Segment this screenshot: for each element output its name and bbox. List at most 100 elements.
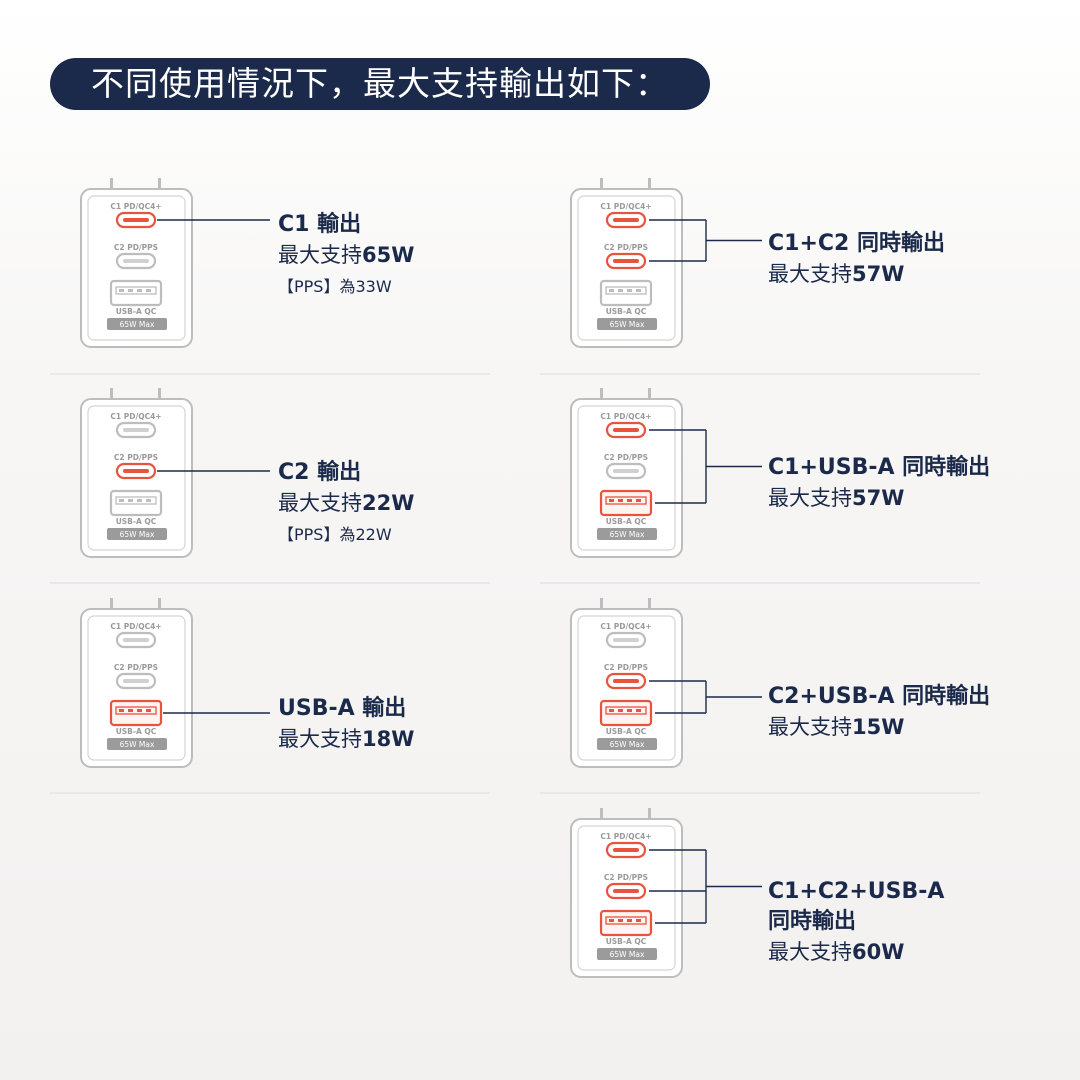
prong bbox=[600, 808, 603, 820]
charger-inner-frame bbox=[577, 615, 676, 761]
port-label-c2: C2 PD/PPS bbox=[114, 243, 158, 252]
prong bbox=[648, 598, 651, 610]
case-note: 【PPS】為33W bbox=[278, 277, 392, 296]
port-label-c2: C2 PD/PPS bbox=[604, 873, 648, 882]
max-badge bbox=[107, 528, 167, 540]
usb-a-pin bbox=[618, 919, 623, 922]
usb-c-port-tongue bbox=[613, 469, 639, 473]
usb-a-pin bbox=[636, 499, 641, 502]
usb-a-port-tongue bbox=[605, 706, 647, 715]
usb-a-pin bbox=[618, 709, 623, 712]
usb-a-pin bbox=[137, 289, 142, 292]
port-label-usba: USB-A QC bbox=[606, 307, 647, 316]
port-label-c1: C1 PD/QC4+ bbox=[600, 622, 651, 631]
port-label-usba: USB-A QC bbox=[606, 517, 647, 526]
prong bbox=[600, 598, 603, 610]
usb-c-port-tongue bbox=[613, 428, 639, 432]
usb-c-port-tongue bbox=[613, 259, 639, 263]
prong bbox=[648, 388, 651, 400]
port-label-usba: USB-A QC bbox=[606, 937, 647, 946]
port-label-c2: C2 PD/PPS bbox=[604, 243, 648, 252]
charger-inner-frame bbox=[87, 615, 186, 761]
usb-a-port-icon bbox=[599, 279, 653, 307]
port-label-c1: C1 PD/QC4+ bbox=[600, 832, 651, 841]
usb-a-pin bbox=[119, 709, 124, 712]
usb-a-pin bbox=[146, 709, 151, 712]
max-badge bbox=[107, 738, 167, 750]
prong bbox=[110, 388, 113, 400]
usb-a-pin bbox=[627, 289, 632, 292]
usb-a-pin bbox=[128, 499, 133, 502]
usb-a-pin bbox=[627, 709, 632, 712]
usb-a-pin bbox=[618, 289, 623, 292]
usb-c-port-tongue bbox=[613, 218, 639, 222]
usb-c-port-tongue bbox=[613, 889, 639, 893]
usb-a-port-icon bbox=[109, 699, 163, 727]
charger-inner-frame bbox=[577, 825, 676, 971]
usb-a-pin bbox=[627, 919, 632, 922]
case-max: 最大支持18W bbox=[278, 727, 415, 751]
max-badge-label: 65W Max bbox=[610, 530, 645, 539]
case-label-c2: C2 輸出 最大支持22W 【PPS】為22W bbox=[278, 458, 414, 548]
case-title: C1 輸出 bbox=[278, 212, 362, 237]
port-label-usba: USB-A QC bbox=[116, 517, 157, 526]
max-badge bbox=[597, 318, 657, 330]
usb-a-pin bbox=[119, 289, 124, 292]
usb-c-port-tongue bbox=[123, 638, 149, 642]
usb-c-port-tongue bbox=[123, 259, 149, 263]
usb-a-port-tongue bbox=[605, 916, 647, 925]
case-title: C2+USB-A 同時輸出 bbox=[768, 684, 991, 709]
usb-a-pin bbox=[146, 289, 151, 292]
usb-a-pin bbox=[137, 709, 142, 712]
prong bbox=[600, 178, 603, 190]
case-max: 最大支持57W bbox=[768, 486, 905, 510]
charger-inner-frame bbox=[577, 195, 676, 341]
case-max: 最大支持15W bbox=[768, 715, 905, 739]
max-badge-label: 65W Max bbox=[120, 740, 155, 749]
case-max: 最大支持65W bbox=[278, 243, 415, 267]
usb-c-port-tongue bbox=[613, 679, 639, 683]
usb-c-port-tongue bbox=[613, 848, 639, 852]
max-badge-label: 65W Max bbox=[610, 740, 645, 749]
case-label-c2-usba: C2+USB-A 同時輸出 最大支持15W bbox=[768, 682, 990, 742]
prong bbox=[600, 388, 603, 400]
case-title: C1+C2+USB-A bbox=[768, 879, 945, 904]
prong bbox=[110, 178, 113, 190]
charger-diagram-7: C1 PD/QC4+ C2 PD/PPS USB-A QC 65W Max bbox=[570, 808, 683, 978]
usb-a-pin bbox=[128, 709, 133, 712]
case-title: C1+C2 同時輸出 bbox=[768, 231, 945, 256]
usb-c-port-tongue bbox=[123, 679, 149, 683]
prong bbox=[158, 598, 161, 610]
usb-a-port-tongue bbox=[115, 496, 157, 505]
max-badge-label: 65W Max bbox=[610, 950, 645, 959]
port-label-c2: C2 PD/PPS bbox=[114, 453, 158, 462]
prong bbox=[110, 598, 113, 610]
usb-a-port-icon bbox=[109, 279, 163, 307]
case-max: 最大支持22W bbox=[278, 491, 415, 515]
usb-a-port-tongue bbox=[115, 286, 157, 295]
max-badge bbox=[597, 528, 657, 540]
prong bbox=[158, 388, 161, 400]
port-label-usba: USB-A QC bbox=[116, 727, 157, 736]
page-title: 不同使用情況下，最大支持輸出如下： bbox=[50, 58, 710, 110]
case-max: 最大支持60W bbox=[768, 940, 905, 964]
case-title: C2 輸出 bbox=[278, 460, 362, 485]
max-badge bbox=[597, 738, 657, 750]
usb-a-pin bbox=[609, 709, 614, 712]
prong bbox=[648, 178, 651, 190]
case-label-all: C1+C2+USB-A 同時輸出 最大支持60W bbox=[768, 877, 944, 967]
usb-a-pin bbox=[609, 499, 614, 502]
usb-a-pin bbox=[627, 499, 632, 502]
prong bbox=[648, 808, 651, 820]
port-label-c1: C1 PD/QC4+ bbox=[110, 202, 161, 211]
port-label-c2: C2 PD/PPS bbox=[604, 453, 648, 462]
usb-c-port-tongue bbox=[123, 469, 149, 473]
charger-inner-frame bbox=[87, 195, 186, 341]
